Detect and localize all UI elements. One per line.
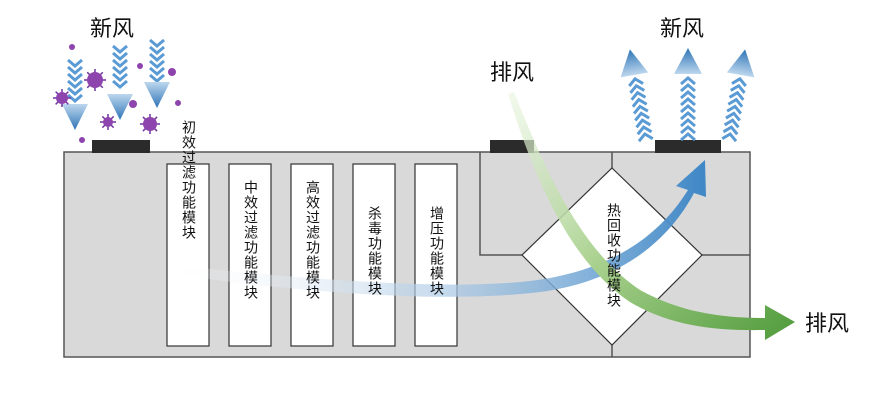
fresh-air-out-label: 新风 <box>660 17 704 42</box>
fresh-air-outlet-port <box>655 140 721 153</box>
down-chevron-arrow-icon <box>144 38 170 108</box>
virus-icon <box>175 100 181 106</box>
module-label-medium-filter: 中效过滤功能模块 <box>242 180 258 300</box>
module-box-medium-filter <box>228 163 272 347</box>
virus-icon <box>84 69 106 91</box>
fresh-air-supply-arrows <box>620 48 755 143</box>
virus-icon <box>168 68 176 76</box>
virus-particles <box>53 44 181 143</box>
module-label-primary-filter: 初效过滤功能模块 <box>180 119 196 240</box>
exhaust-out-label: 排风 <box>805 312 849 337</box>
module-box-disinfection <box>352 163 396 347</box>
heat-recovery-chamber <box>479 152 750 357</box>
heat-recovery-label: 热回收功能模块 <box>605 203 621 308</box>
fresh-air-intake-arrows <box>62 38 170 130</box>
fresh-air-inlet-port <box>92 140 150 153</box>
virus-icon <box>53 89 71 107</box>
module-label-hepa-filter: 高效过滤功能模块 <box>304 179 320 300</box>
exhaust-inlet-port <box>490 140 534 153</box>
module-box-booster <box>414 163 458 347</box>
down-chevron-arrow-icon <box>107 44 133 120</box>
exhaust-in-label: 排风 <box>490 61 534 86</box>
virus-icon <box>100 114 116 130</box>
down-chevron-arrow-icon <box>62 58 88 130</box>
virus-icon <box>79 137 85 143</box>
module-label-booster: 增压功能模块 <box>428 206 444 296</box>
up-chevron-arrow-icon <box>620 49 654 143</box>
module-label-disinfection: 杀毒功能模块 <box>366 206 382 296</box>
module-boxes <box>166 163 458 347</box>
up-chevron-arrow-icon <box>721 49 755 143</box>
fresh-air-in-label: 新风 <box>90 17 134 42</box>
module-box-hepa-filter <box>290 163 334 347</box>
virus-icon <box>129 100 137 108</box>
module-box-primary-filter <box>166 163 210 347</box>
virus-icon <box>69 44 75 50</box>
virus-icon <box>140 114 160 134</box>
virus-icon <box>137 63 143 69</box>
exhaust-flow-arrow <box>508 92 795 340</box>
up-chevron-arrow-icon <box>674 48 702 142</box>
